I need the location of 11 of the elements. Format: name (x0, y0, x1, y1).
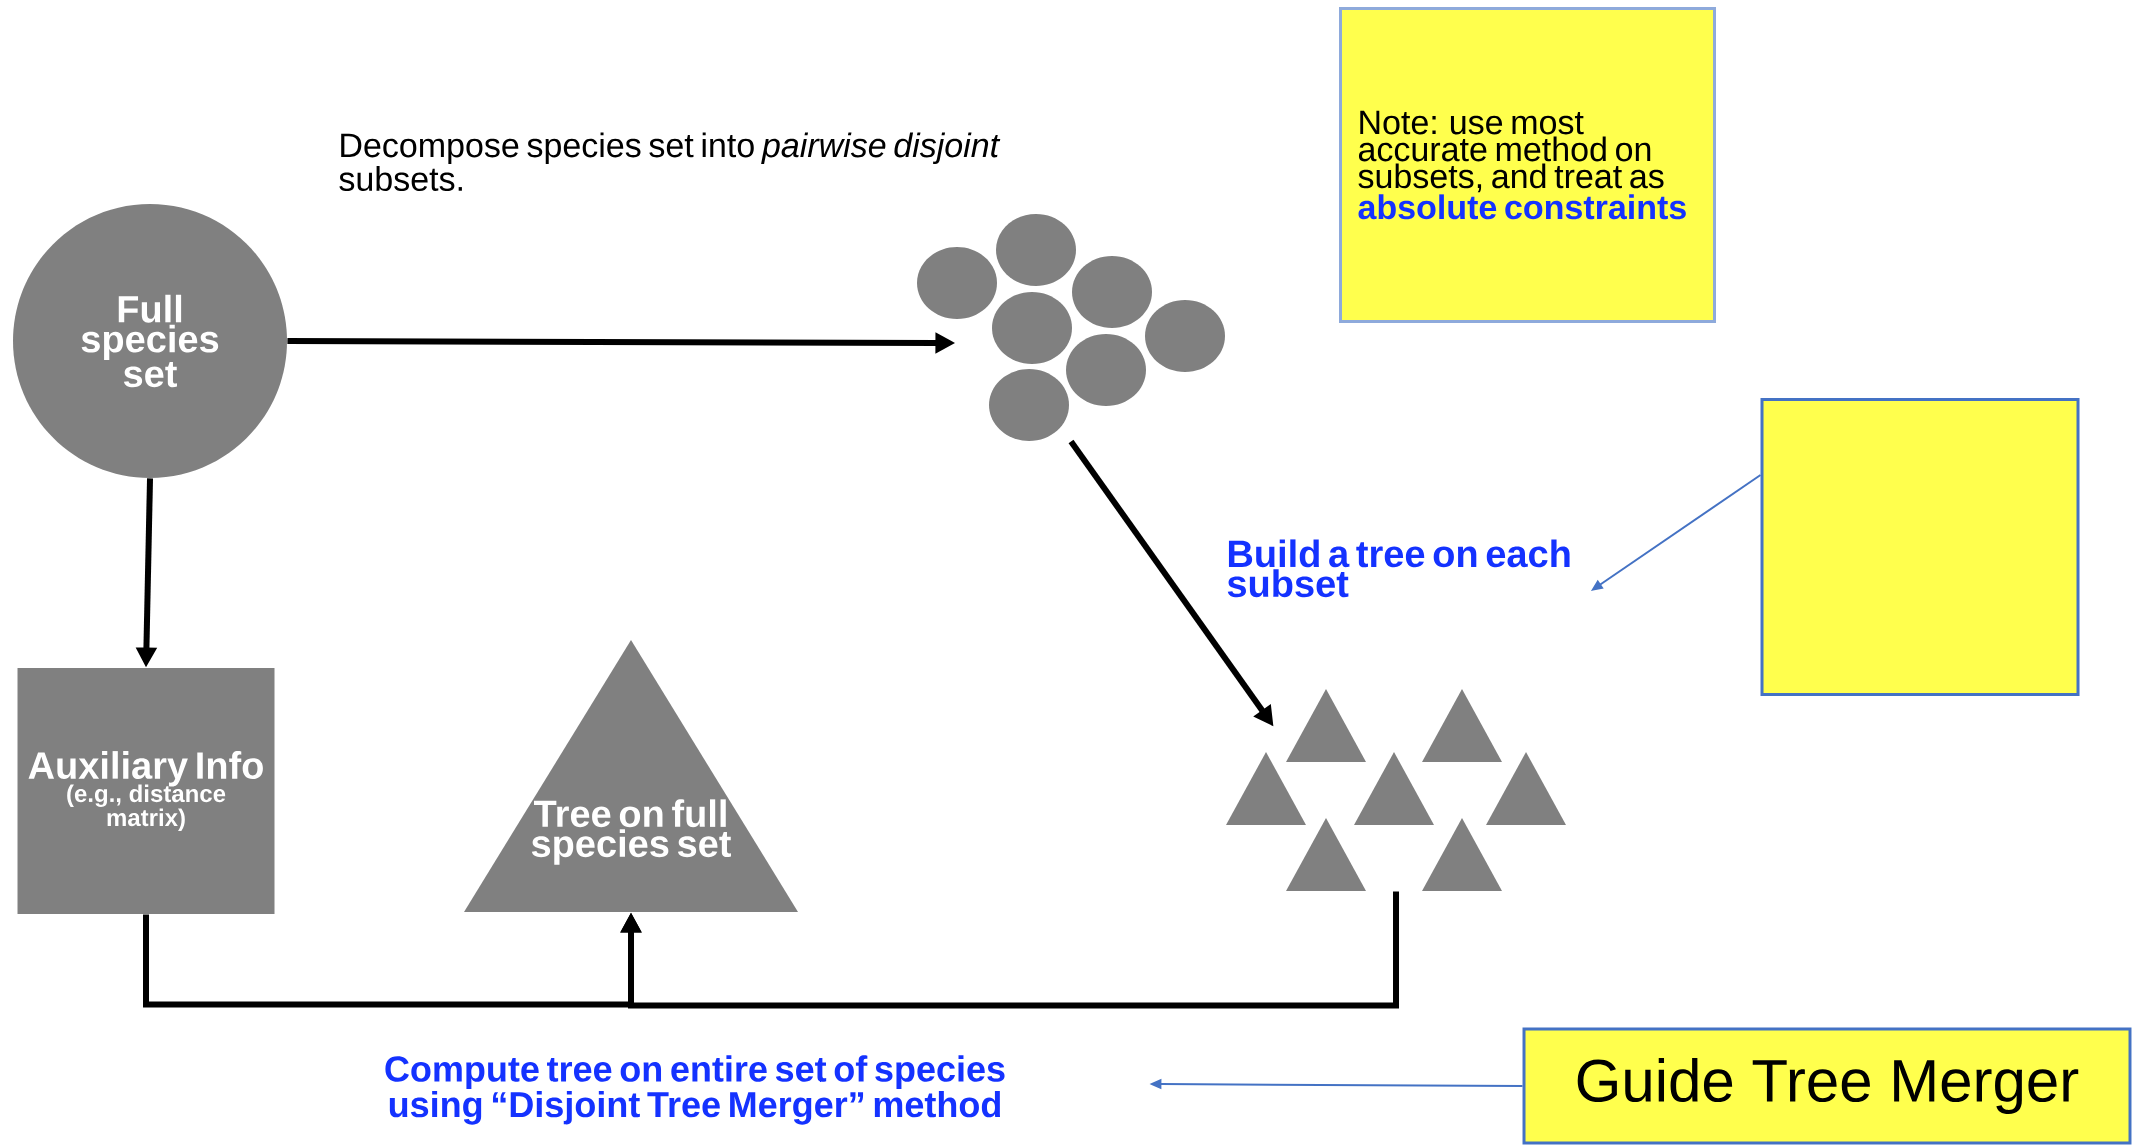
tree-triangle: Tree on full species set (464, 640, 798, 912)
result-text: Compute tree on entire set of species using “Disjoint Tree Merger” method (385, 1055, 1005, 1125)
tool-box (1760, 398, 2080, 696)
step-text: Build a tree on each subset (1227, 539, 1570, 598)
note-box: Note: use most accurate method on subsets, and treat as absolute constraints (1339, 7, 1716, 323)
method-box: Guide Tree Merger (1522, 1027, 2132, 1145)
circles-drawing (917, 214, 1225, 441)
info-box: Auxiliary Info (e.g., distance matrix) (17, 668, 275, 914)
edge-label: Decompose species set into pairwise disjoint subsets. (339, 132, 1001, 192)
arrow (620, 891, 1399, 1009)
triangles-drawing (1226, 689, 1566, 891)
